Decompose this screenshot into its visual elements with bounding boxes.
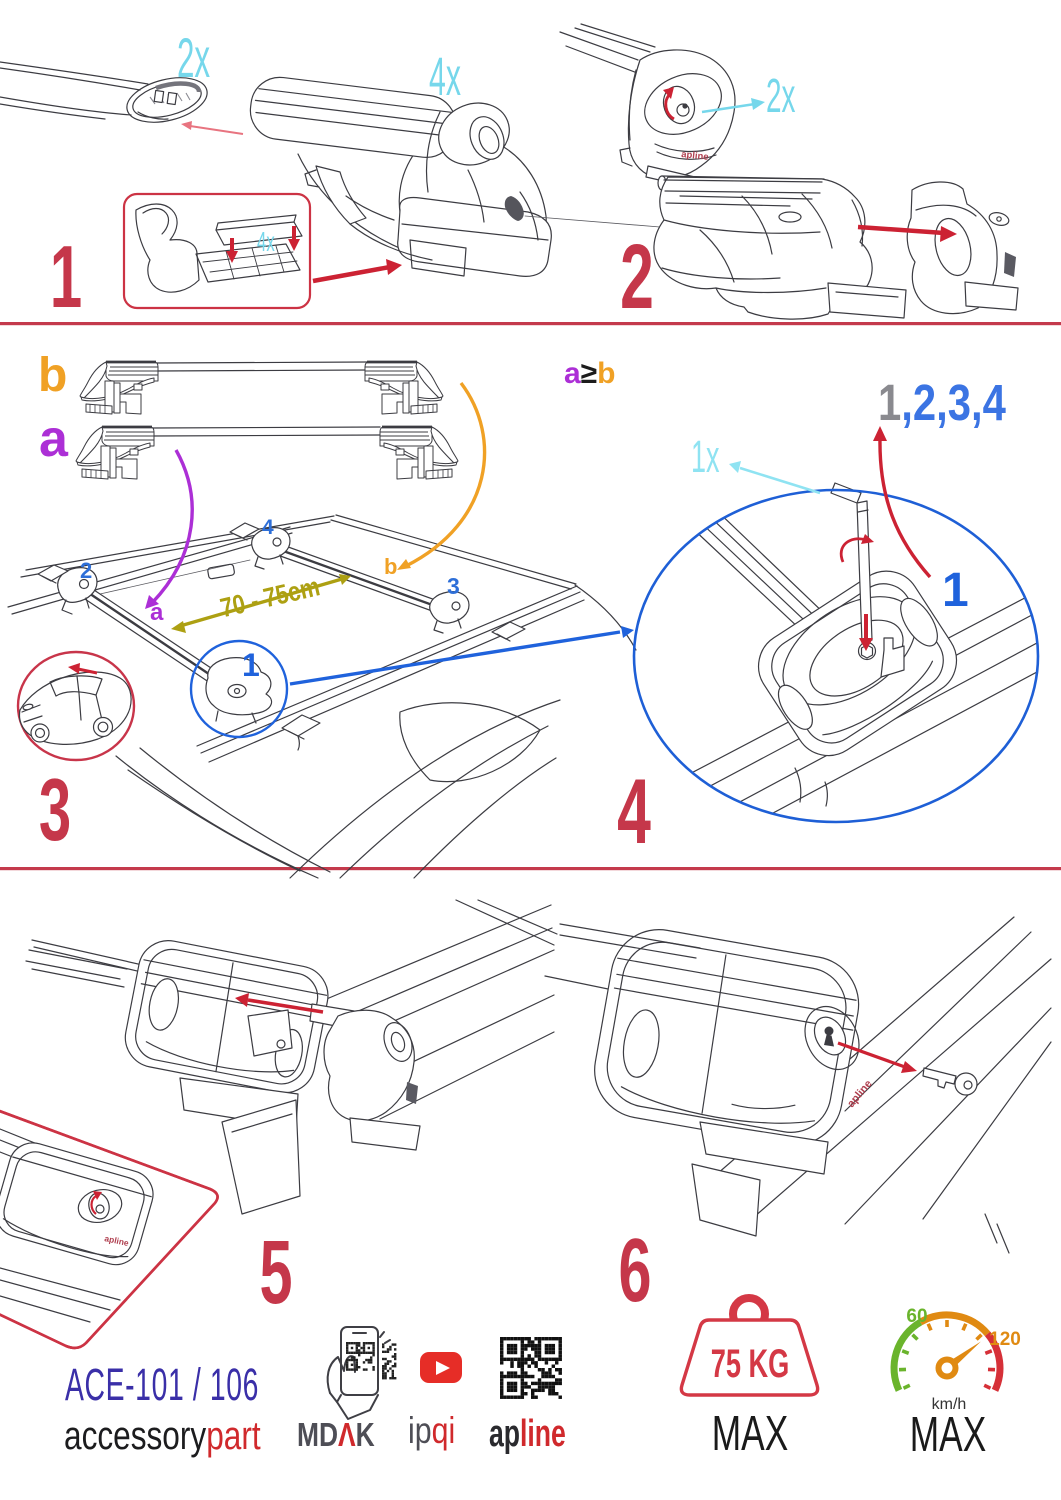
svg-text:3: 3 — [447, 573, 460, 599]
svg-text:4: 4 — [617, 759, 651, 863]
svg-text:ACE-101 / 106: ACE-101 / 106 — [65, 1359, 259, 1409]
svg-text:3: 3 — [39, 761, 71, 859]
svg-text:2x: 2x — [766, 69, 796, 123]
svg-text:b: b — [384, 554, 397, 579]
svg-text:75 KG: 75 KG — [711, 1342, 790, 1386]
svg-text:ipqi: ipqi — [408, 1410, 455, 1452]
svg-text:1: 1 — [242, 647, 260, 683]
svg-text:a: a — [150, 599, 164, 626]
svg-text:1,2,3,4: 1,2,3,4 — [878, 374, 1006, 431]
svg-text:a: a — [39, 410, 69, 468]
svg-text:120: 120 — [989, 1329, 1021, 1350]
svg-text:4: 4 — [262, 516, 274, 539]
svg-text:1x: 1x — [691, 431, 720, 482]
svg-text:5: 5 — [259, 1223, 292, 1323]
svg-text:60: 60 — [906, 1306, 927, 1327]
svg-text:accessorypart: accessorypart — [64, 1412, 261, 1457]
svg-text:apline: apline — [489, 1411, 566, 1454]
svg-text:1: 1 — [942, 564, 969, 617]
svg-text:MDΛK: MDΛK — [297, 1417, 375, 1453]
svg-text:4x: 4x — [257, 226, 275, 258]
svg-text:MAX: MAX — [712, 1406, 788, 1461]
svg-text:km/h: km/h — [932, 1396, 967, 1413]
svg-text:a≥b: a≥b — [564, 357, 615, 390]
svg-text:apline: apline — [681, 149, 709, 163]
svg-text:1: 1 — [50, 228, 82, 326]
svg-text:6: 6 — [618, 1221, 651, 1321]
svg-text:MAX: MAX — [910, 1407, 986, 1462]
svg-text:2x: 2x — [177, 26, 210, 89]
svg-text:2: 2 — [80, 558, 92, 583]
svg-text:2: 2 — [620, 224, 654, 328]
svg-text:b: b — [38, 349, 67, 402]
